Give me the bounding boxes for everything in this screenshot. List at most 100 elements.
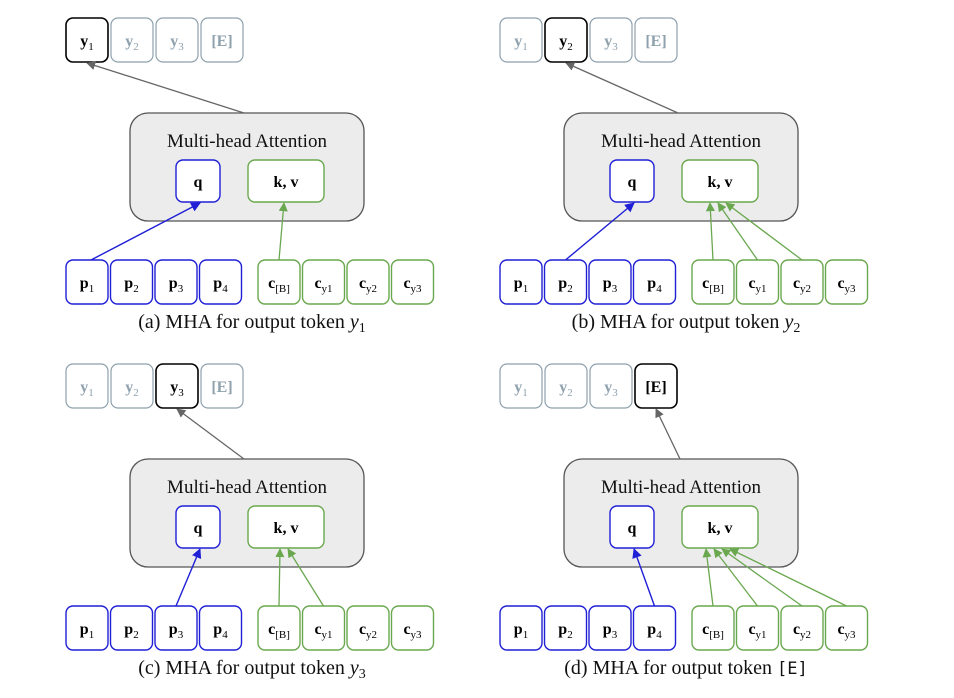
output-token-box xyxy=(544,17,588,63)
query-label: q xyxy=(194,520,203,537)
cache-token-label: cy1 xyxy=(748,275,766,295)
output-token-label: y2 xyxy=(559,33,573,53)
output-token-box xyxy=(110,363,154,409)
prompt-token-box xyxy=(588,605,632,651)
prompt-token-label: p1 xyxy=(80,275,94,295)
cache-token-label: cy3 xyxy=(837,621,856,641)
key-value-arrow xyxy=(713,548,759,607)
prompt-token-box xyxy=(499,259,543,305)
query-arrow xyxy=(175,548,202,607)
query-label: q xyxy=(628,520,637,537)
cache-token-box xyxy=(691,259,735,305)
output-token-box xyxy=(634,17,678,63)
output-token-box xyxy=(634,363,678,409)
cache-token-box xyxy=(780,605,824,651)
cache-token-label: c[B] xyxy=(702,275,724,295)
output-token-box xyxy=(110,17,154,63)
query-label: q xyxy=(194,174,203,191)
prompt-token-box xyxy=(109,605,154,651)
output-token-label: [E] xyxy=(211,33,232,50)
cache-token-box xyxy=(824,605,869,651)
output-token-label: y3 xyxy=(170,379,184,399)
key-value-arrow xyxy=(702,548,714,607)
output-token-box xyxy=(589,17,633,63)
key-value-label: k, v xyxy=(708,174,733,191)
cache-token-box xyxy=(735,259,780,305)
cache-token-label: cy2 xyxy=(793,621,811,641)
mha-block xyxy=(563,112,799,222)
output-token-box xyxy=(499,17,543,63)
key-value-box xyxy=(681,159,759,203)
prompt-token-label: p3 xyxy=(603,621,618,641)
key-value-box xyxy=(247,159,325,203)
prompt-token-box xyxy=(65,605,109,651)
prompt-token-label: p3 xyxy=(169,275,184,295)
prompt-token-label: p1 xyxy=(514,275,528,295)
query-arrow xyxy=(632,548,656,607)
cache-token-box xyxy=(824,259,869,305)
cache-token-label: cy2 xyxy=(793,275,811,295)
prompt-token-label: p4 xyxy=(213,621,228,641)
cache-token-label: cy3 xyxy=(403,621,422,641)
key-value-arrow xyxy=(717,202,759,261)
cache-token-box xyxy=(301,259,346,305)
output-token-box xyxy=(544,363,588,409)
key-value-label: k, v xyxy=(708,520,733,537)
output-token-box xyxy=(589,363,633,409)
key-value-label: k, v xyxy=(274,520,299,537)
cache-token-box xyxy=(346,259,390,305)
prompt-token-box xyxy=(632,259,677,305)
cache-token-label: c[B] xyxy=(268,275,290,295)
output-token-label: y3 xyxy=(604,379,618,399)
mha-block xyxy=(129,458,365,568)
query-arrow xyxy=(565,202,635,261)
cache-token-box xyxy=(735,605,780,651)
output-token-label: y1 xyxy=(80,379,94,399)
key-value-box xyxy=(247,505,325,549)
prompt-token-label: p3 xyxy=(169,621,184,641)
cache-token-box xyxy=(390,259,435,305)
prompt-token-label: p4 xyxy=(647,275,662,295)
prompt-token-box xyxy=(65,259,109,305)
cache-token-label: cy1 xyxy=(314,275,332,295)
panel-caption: (a) MHA for output token y1 xyxy=(138,311,366,336)
key-value-label: k, v xyxy=(274,174,299,191)
cache-token-label: cy1 xyxy=(748,621,766,641)
cache-token-label: c[B] xyxy=(702,621,724,641)
prompt-token-box xyxy=(154,259,198,305)
prompt-token-label: p2 xyxy=(558,275,572,295)
query-box xyxy=(609,159,655,203)
cache-token-box xyxy=(257,605,301,651)
cache-token-label: cy2 xyxy=(359,275,377,295)
panel-caption: (b) MHA for output token y2 xyxy=(572,311,801,336)
output-token-label: y2 xyxy=(125,33,139,53)
mha-block xyxy=(563,458,799,568)
output-token-box xyxy=(200,17,244,63)
prompt-token-label: p4 xyxy=(213,275,228,295)
cache-token-box xyxy=(390,605,435,651)
cache-token-label: cy3 xyxy=(403,275,422,295)
cache-token-box xyxy=(780,259,824,305)
cache-token-label: cy1 xyxy=(314,621,332,641)
query-arrow xyxy=(90,202,201,261)
output-token-label: y1 xyxy=(514,33,528,53)
output-token-label: y3 xyxy=(604,33,618,53)
output-arrow xyxy=(565,62,679,114)
output-token-box xyxy=(155,17,199,63)
mha-label: Multi-head Attention xyxy=(167,131,327,152)
key-value-arrow xyxy=(287,548,325,607)
prompt-token-box xyxy=(543,605,588,651)
query-box xyxy=(175,159,221,203)
prompt-token-label: p1 xyxy=(514,621,528,641)
output-token-label: y1 xyxy=(514,379,528,399)
output-token-box xyxy=(155,363,199,409)
cache-token-box xyxy=(301,605,346,651)
cache-token-label: cy3 xyxy=(837,275,856,295)
mha-label: Multi-head Attention xyxy=(601,477,761,498)
panel-caption: (c) MHA for output token y3 xyxy=(138,657,366,682)
prompt-token-label: p2 xyxy=(124,621,138,641)
prompt-token-label: p2 xyxy=(124,275,138,295)
cache-token-box xyxy=(346,605,390,651)
